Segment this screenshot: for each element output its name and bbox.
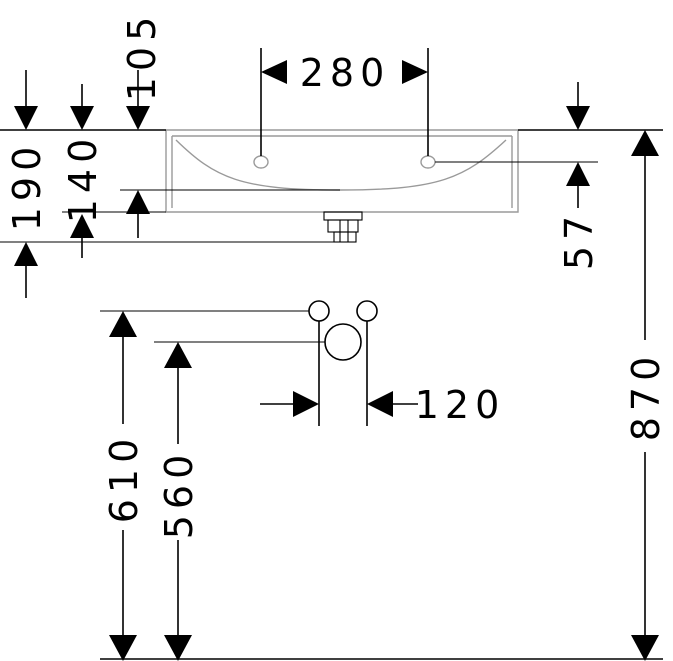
- basin-bowl-curve: [175, 139, 507, 191]
- dimension-870: 870: [624, 130, 668, 661]
- dimension-label-120: 120: [415, 383, 506, 427]
- arrow-up: [566, 162, 590, 186]
- dimension-190: 190: [5, 70, 49, 298]
- arrow-up: [70, 214, 94, 238]
- arrow-down: [14, 106, 38, 130]
- drain-body: [327, 219, 359, 233]
- arrow-left: [261, 60, 287, 84]
- supply-connection-left: [308, 300, 330, 322]
- dimension-label-140: 140: [61, 133, 105, 224]
- dimension-560: 560: [154, 341, 325, 661]
- dimension-label-280: 280: [300, 51, 391, 95]
- tap-hole-left: [253, 155, 269, 169]
- dimension-120: 120: [260, 321, 506, 427]
- arrow-down: [109, 635, 137, 661]
- arrow-up: [126, 190, 150, 214]
- waste-connection: [324, 323, 362, 361]
- dimension-280: 280: [260, 48, 429, 156]
- arrow-down: [164, 635, 192, 661]
- drain-waste: [323, 211, 363, 243]
- arrow-right: [402, 60, 428, 84]
- dimension-label-560: 560: [157, 449, 201, 540]
- arrow-down: [70, 106, 94, 130]
- drain-nut: [333, 231, 357, 243]
- arrow-right: [293, 391, 319, 417]
- arrow-down: [631, 635, 659, 661]
- dimension-label-870: 870: [624, 351, 668, 442]
- dimension-label-105: 105: [120, 11, 164, 102]
- drain-flange: [323, 211, 363, 221]
- dimension-label-610: 610: [102, 433, 146, 524]
- arrow-up: [164, 342, 192, 368]
- dimension-610: 610: [100, 310, 309, 661]
- arrow-down: [126, 106, 150, 130]
- arrow-up: [14, 242, 38, 266]
- basin: [165, 129, 519, 213]
- dimension-140: 140: [61, 84, 105, 258]
- tap-hole-right: [420, 155, 436, 169]
- arrow-up: [109, 311, 137, 337]
- dimension-label-190: 190: [5, 141, 49, 232]
- dimension-label-57: 57: [557, 210, 601, 270]
- arrow-down: [566, 106, 590, 130]
- arrow-left: [367, 391, 393, 417]
- dimension-57: 57: [557, 82, 601, 270]
- dimension-bowl-depth: [126, 190, 150, 238]
- supply-connection-right: [356, 300, 378, 322]
- dimension-105: 105: [120, 11, 164, 130]
- arrow-up: [631, 130, 659, 156]
